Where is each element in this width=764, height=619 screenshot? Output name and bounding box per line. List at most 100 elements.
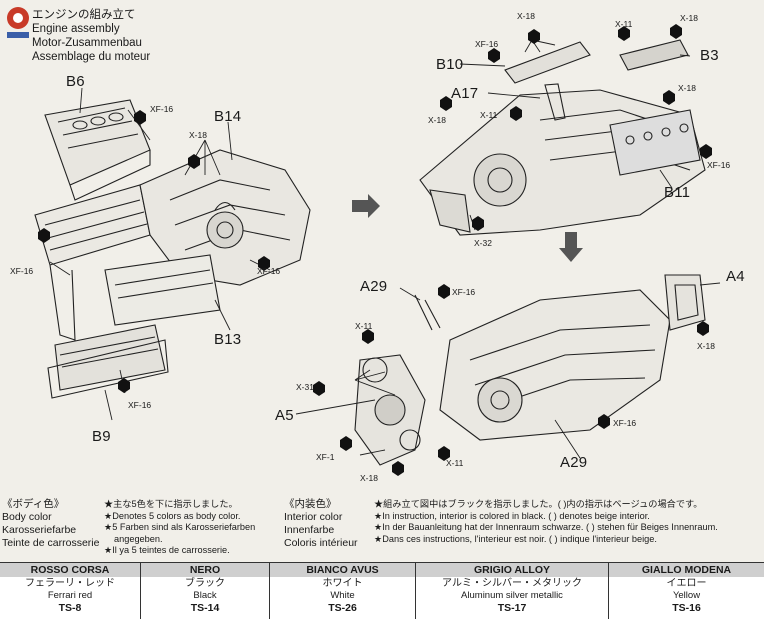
body-note-en: ★Denotes 5 colors as body color. [104, 510, 241, 521]
color-code: TS-17 [497, 602, 527, 614]
color-cell-giallo: GIALLO MODENA イエロー Yellow TS-16 [609, 563, 764, 619]
body-color-de: Karosseriefarbe [2, 524, 77, 536]
label-a29-top: A29 [360, 278, 388, 295]
label-b14: B14 [214, 108, 242, 125]
color-jp: フェラーリ・レッド [25, 578, 115, 589]
header: エンジンの組み立て Engine assembly Motor-Zusammen… [32, 8, 150, 64]
body-color-en: Body color [2, 511, 52, 523]
title-fr: Assemblage du moteur [32, 51, 151, 63]
color-en: Black [193, 590, 217, 601]
color-cell-nero: NERO ブラック Black TS-14 [141, 563, 269, 619]
color-divider [415, 563, 416, 619]
paint-xf16-b9: XF-16 [128, 400, 152, 410]
color-cell-rosso: ROSSO CORSA フェラーリ・レッド Ferrari red TS-8 [0, 563, 140, 619]
color-jp: アルミ・シルバー・メタリック [442, 578, 582, 589]
label-a5: A5 [275, 407, 294, 424]
color-code: TS-14 [190, 602, 220, 614]
part-b14-drawing [104, 149, 311, 326]
color-jp: イエロー [666, 578, 707, 589]
interior-color-fr: Coloris intérieur [284, 537, 358, 549]
flow-arrows [352, 194, 583, 262]
color-en: Aluminum silver metallic [461, 590, 563, 601]
paint-x11-bottom: X-11 [446, 458, 464, 468]
label-a29-bottom: A29 [560, 454, 588, 471]
paint-xf16-a29-bottom: XF-16 [613, 418, 637, 428]
paint-x18-a17: X-18 [428, 115, 446, 125]
interior-color-heading: 《内装色》 [284, 498, 337, 510]
watermark-logo [4, 4, 32, 44]
color-divider [140, 563, 141, 619]
interior-note-jp: ★組み立て図中はブラックを指示しました。( )内の指示はベージュの場合です。 [374, 499, 703, 509]
paint-xf16-left: XF-16 [10, 266, 34, 276]
label-b9: B9 [92, 428, 111, 445]
body-color-notes: ★主な5色を下に指示しました。 ★Denotes 5 colors as bod… [104, 499, 255, 557]
color-en: Ferrari red [47, 590, 93, 601]
color-name: GIALLO MODENA [609, 563, 764, 577]
body-color-heading: 《ボディ色》 [2, 498, 65, 510]
paint-x18-bottom: X-18 [360, 473, 378, 483]
color-code: TS-26 [328, 602, 357, 614]
paint-x11-top: X-11 [615, 19, 633, 29]
label-b6: B6 [66, 73, 85, 90]
body-note-fr: ★Il ya 5 teintes de carrosserie. [104, 545, 230, 555]
paint-xf16-b11: XF-16 [707, 160, 731, 170]
body-color-section: 《ボディ色》 Body color Karosseriefarbe Teinte… [2, 498, 99, 550]
paint-x18-b3: X-18 [680, 13, 698, 23]
body-note-de-2: angegeben. [114, 533, 163, 544]
color-name: BIANCO AVUS [270, 563, 415, 577]
paint-xf16-a29: XF-16 [452, 287, 476, 297]
label-b10: B10 [436, 56, 464, 73]
interior-note-fr: ★Dans ces instructions, l'interieur est … [374, 533, 657, 544]
color-en: Yellow [672, 590, 701, 601]
color-jp: ホワイト [322, 578, 363, 589]
paint-x18-a4: X-18 [697, 341, 715, 351]
color-table: ROSSO CORSA フェラーリ・レッド Ferrari red TS-8 N… [0, 562, 764, 619]
paint-xf16-b6: XF-16 [150, 104, 174, 114]
color-name: ROSSO CORSA [0, 563, 140, 577]
title-en: Engine assembly [32, 23, 120, 35]
color-code: TS-8 [58, 602, 82, 614]
label-b11: B11 [664, 184, 691, 201]
paint-xf16-b10: XF-16 [475, 39, 499, 49]
paint-x32: X-32 [474, 238, 492, 248]
label-b3: B3 [700, 47, 719, 64]
paint-x18-top: X-18 [517, 11, 535, 21]
paint-chip-markers [38, 24, 712, 476]
color-divider [269, 563, 270, 619]
paint-xf16-b13: XF-16 [257, 266, 281, 276]
paint-x18-b14: X-18 [189, 130, 207, 140]
interior-note-de: ★In der Bauanleitung hat der Innenraum s… [374, 522, 718, 532]
paint-x18-b11: X-18 [678, 83, 696, 93]
color-en: White [330, 590, 355, 601]
paint-x11-a5: X-11 [355, 321, 373, 331]
part-engine-assembled-drawing [419, 39, 706, 236]
part-b9-drawing [34, 184, 169, 399]
body-note-jp: ★主な5色を下に指示しました。 [104, 499, 238, 509]
body-note-de: ★5 Farben sind als Karosseriefarben [104, 522, 256, 532]
paint-x31: X-31 [296, 382, 314, 392]
color-name: GRIGIO ALLOY [416, 563, 608, 577]
interior-color-de: Innenfarbe [284, 524, 335, 536]
color-code: TS-16 [672, 602, 701, 614]
part-b6-drawing [44, 99, 151, 201]
paint-xf1: XF-1 [316, 452, 335, 462]
part-engine-lower-drawing [354, 274, 706, 466]
interior-note-en: ★In instruction, interior is colored in … [374, 510, 650, 521]
interior-color-section: 《内装色》 Interior color Innenfarbe Coloris … [284, 498, 358, 550]
interior-color-en: Interior color [284, 511, 343, 523]
color-name: NERO [141, 563, 269, 577]
color-cell-grigio: GRIGIO ALLOY アルミ・シルバー・メタリック Aluminum sil… [416, 563, 608, 619]
paint-x11-mid: X-11 [480, 110, 498, 120]
color-jp: ブラック [185, 578, 225, 589]
color-cell-bianco: BIANCO AVUS ホワイト White TS-26 [270, 563, 415, 619]
title-jp: エンジンの組み立て [32, 9, 136, 21]
interior-color-notes: ★組み立て図中はブラックを指示しました。( )内の指示はベージュの場合です。 ★… [374, 499, 718, 545]
body-color-fr: Teinte de carrosserie [2, 537, 100, 549]
color-divider [608, 563, 609, 619]
label-a4: A4 [726, 268, 745, 285]
label-b13: B13 [214, 331, 242, 348]
title-de: Motor-Zusammenbau [32, 37, 142, 49]
engine-assembly-drawing [34, 39, 721, 466]
leader-lines [49, 39, 721, 459]
label-a17: A17 [451, 85, 479, 102]
